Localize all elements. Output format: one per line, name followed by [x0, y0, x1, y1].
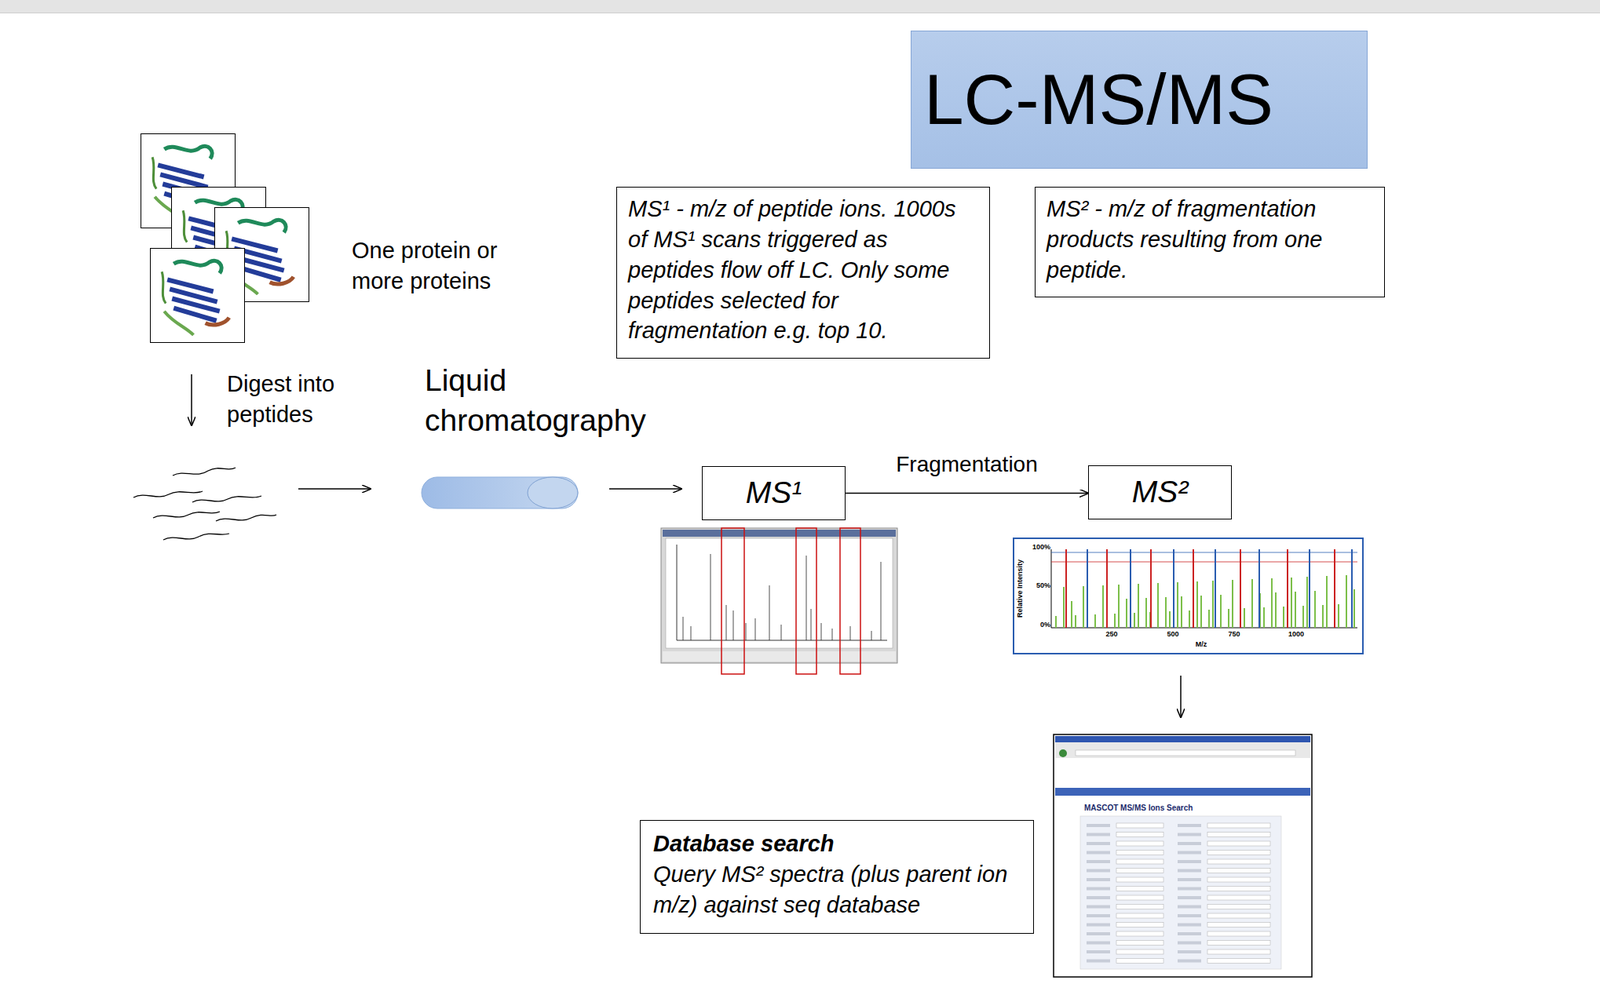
- ms1-spectrum: [661, 528, 898, 675]
- digest-arrow: [190, 374, 193, 426]
- caption-label: Liquid chromatography: [424, 361, 661, 441]
- box-text: MS¹ - m/z of peptide ions. 1000s of MS¹ …: [628, 193, 979, 347]
- axis-label: 500: [1157, 631, 1189, 640]
- flow-arrow: [1179, 675, 1182, 718]
- axis-label: 100%: [1019, 544, 1051, 552]
- ms2-spectrum: [1013, 538, 1363, 654]
- protein-structures: [141, 134, 310, 344]
- caption-label: Digest into peptides: [226, 368, 361, 431]
- box-text: MS¹: [702, 475, 845, 512]
- axis-label: 0%: [1019, 621, 1051, 630]
- axis-label: MASCOT MS/MS Ions Search: [1084, 803, 1242, 813]
- caption-label: One protein or more proteins: [351, 235, 525, 297]
- lc-column: [421, 477, 578, 509]
- box-text: Query MS² spectra (plus parent ion m/z) …: [653, 859, 1021, 921]
- text-box: MS² - m/z of fragmentation products resu…: [1034, 186, 1385, 298]
- window-bar: [0, 0, 1600, 14]
- mascot-screenshot: [1053, 734, 1312, 978]
- axis-label: M/z: [1185, 641, 1217, 650]
- connector-arrow: [845, 493, 1089, 495]
- edge-label: Fragmentation: [895, 449, 1038, 480]
- box-text: LC-MS/MS: [924, 58, 1355, 142]
- text-box: MS¹: [701, 466, 846, 521]
- axis-label: 750: [1218, 631, 1250, 640]
- text-box: Database searchQuery MS² spectra (plus p…: [639, 820, 1034, 935]
- text-box: MS¹ - m/z of peptide ions. 1000s of MS¹ …: [616, 186, 990, 359]
- box-text: MS²: [1088, 474, 1232, 511]
- box-text: MS² - m/z of fragmentation products resu…: [1046, 193, 1374, 286]
- title-band: LC-MS/MS: [910, 30, 1368, 169]
- text-box: MS²: [1088, 465, 1232, 520]
- axis-label: Relative Intensity: [1016, 557, 1025, 621]
- peptide-squiggles: [133, 467, 277, 541]
- flow-arrow: [298, 488, 371, 490]
- flow-arrow: [609, 488, 682, 490]
- axis-label: 1000: [1280, 631, 1312, 640]
- box-heading: Database search: [653, 829, 1021, 860]
- axis-label: 250: [1095, 631, 1128, 640]
